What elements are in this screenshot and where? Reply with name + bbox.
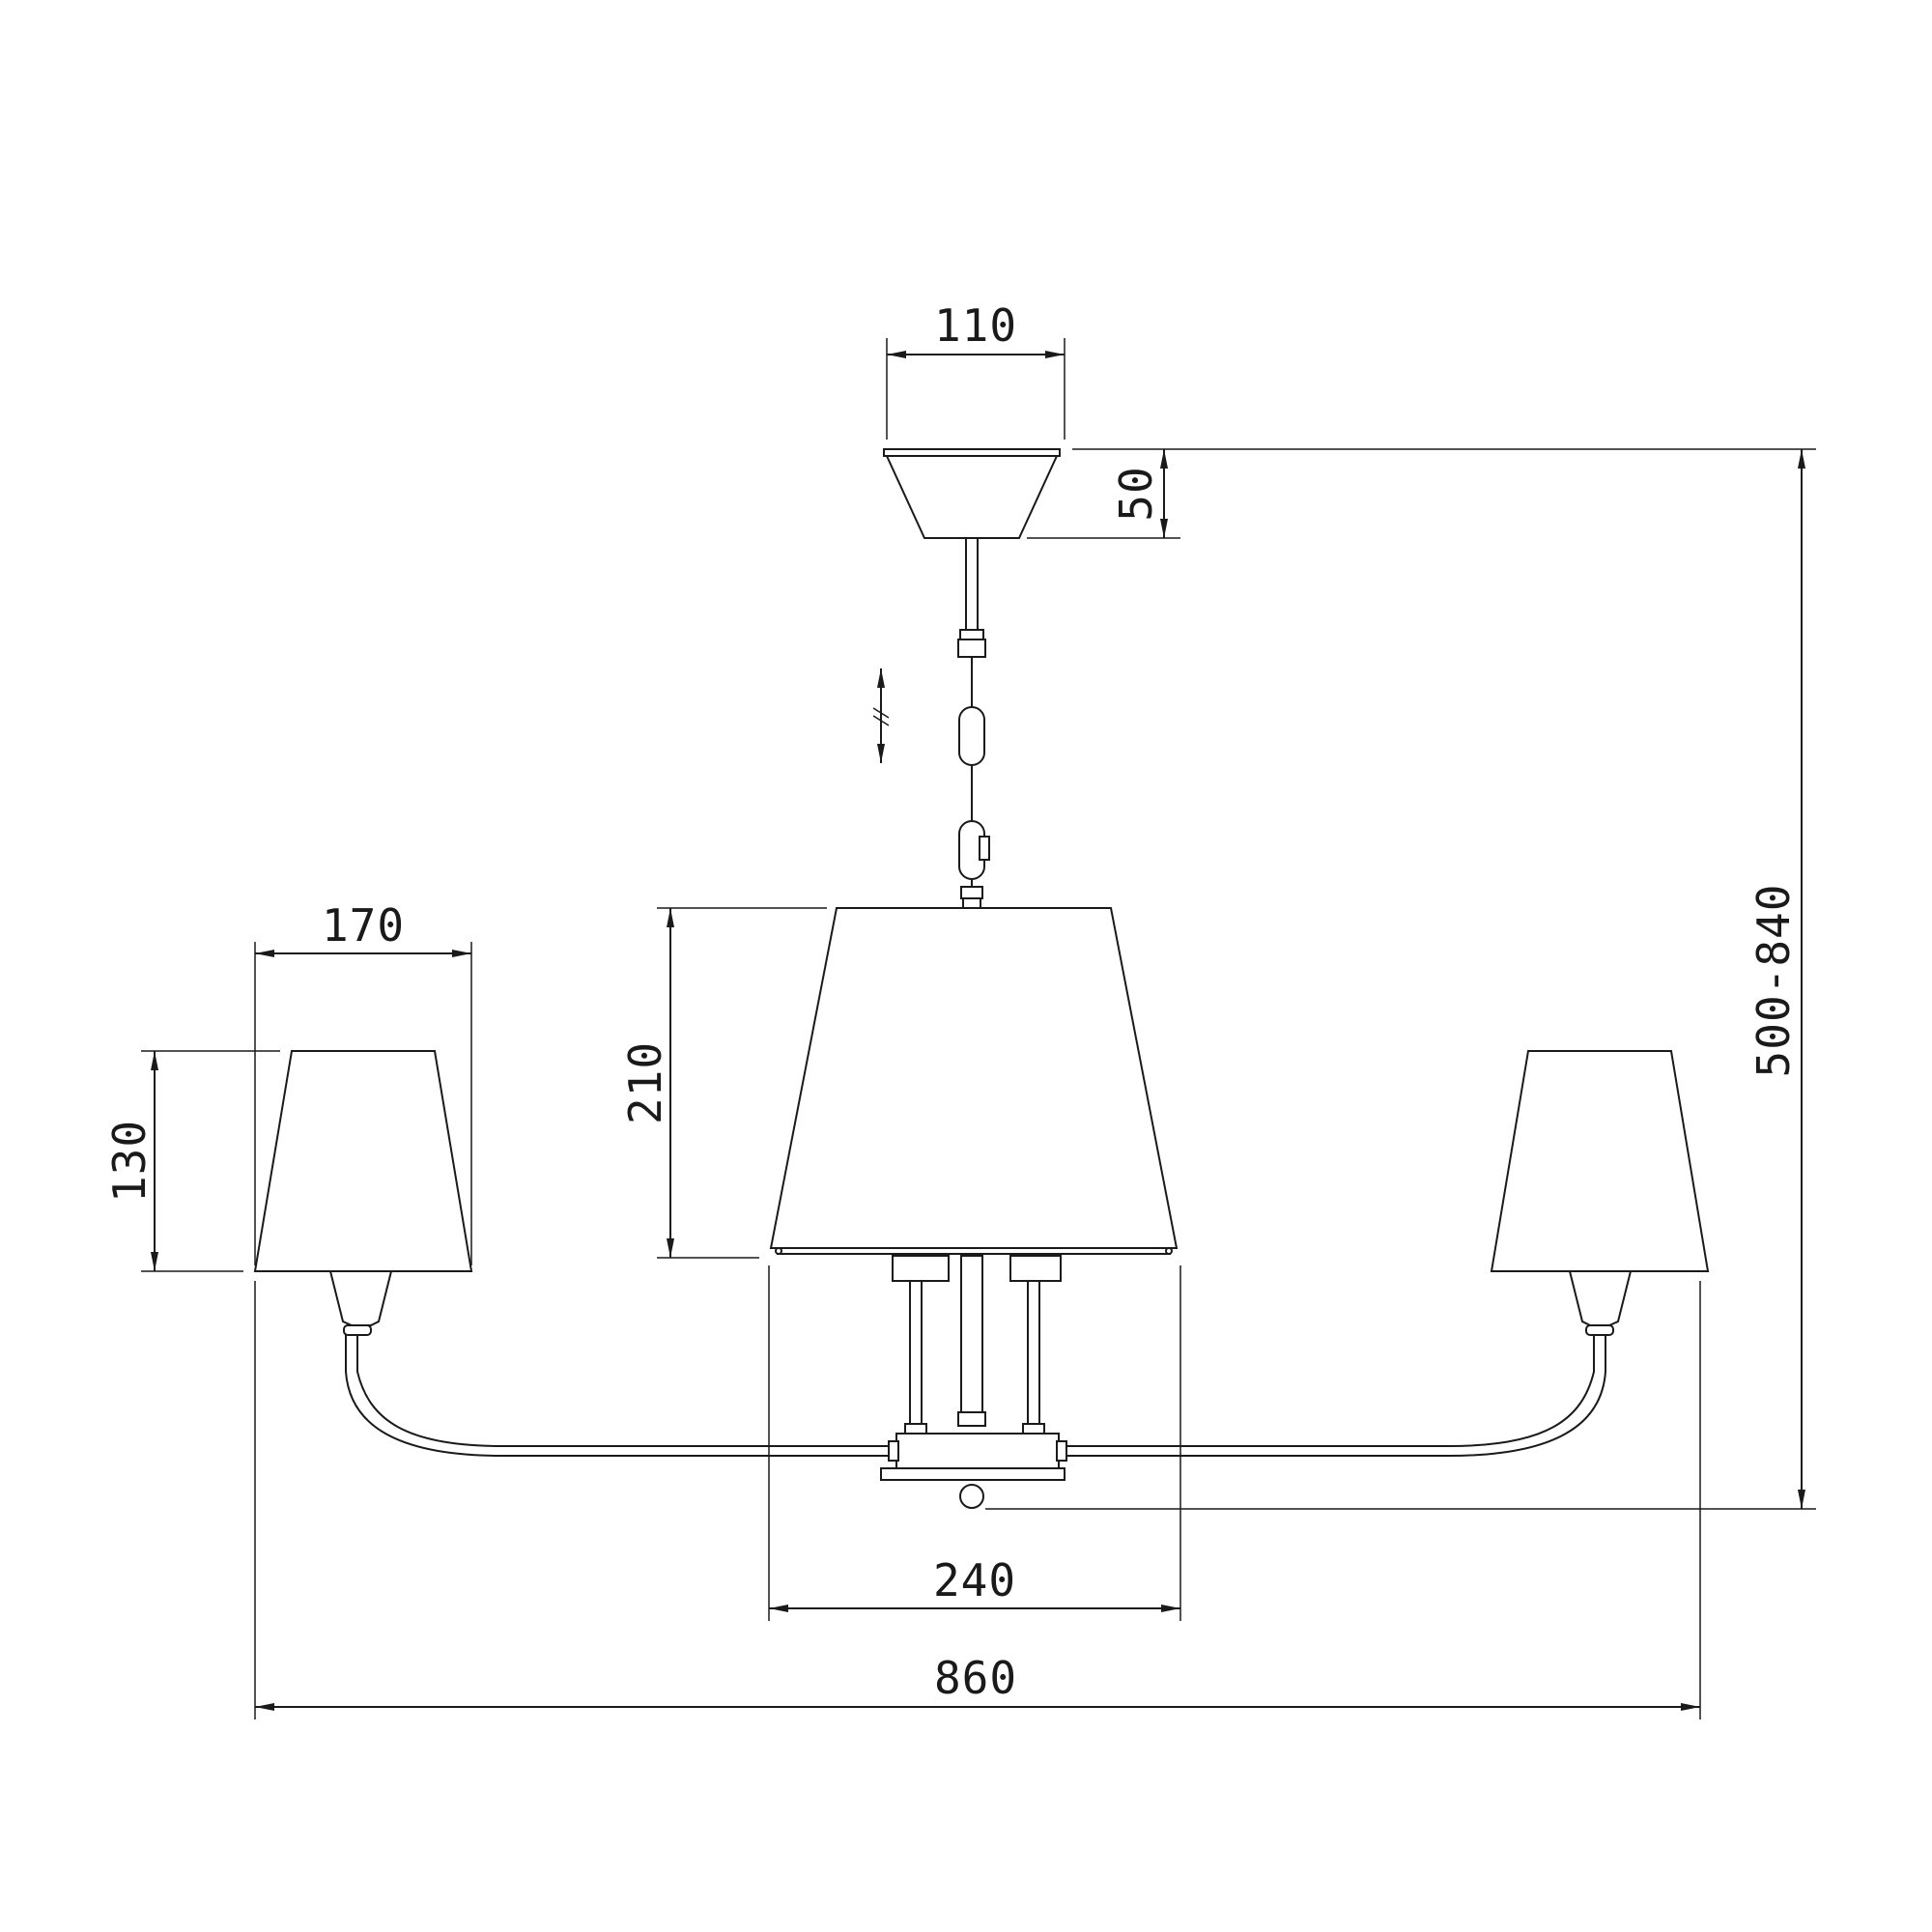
- right-arm: [1066, 1335, 1606, 1457]
- dimension-center-shade-height: 210: [619, 907, 827, 1259]
- center-lamp-shade: [769, 907, 1179, 1255]
- center-shade-height-label: 210: [619, 1041, 671, 1124]
- dimension-small-shade-width: 170: [254, 899, 472, 1265]
- dimension-canopy-width: 110: [886, 299, 1065, 440]
- dimension-overall-height: 500-840: [985, 448, 1816, 1510]
- left-lamp-shade: [253, 1050, 473, 1336]
- canopy-height-label: 50: [1110, 466, 1162, 521]
- center-shade-width-label: 240: [933, 1554, 1016, 1606]
- canopy-width-label: 110: [934, 299, 1017, 352]
- suspension-chain: [957, 537, 990, 911]
- center-column: [880, 1255, 1067, 1509]
- dimension-overall-width: 860: [254, 1281, 1701, 1719]
- dimension-center-shade-width: 240: [768, 1265, 1181, 1621]
- left-arm: [345, 1335, 889, 1457]
- adjustable-length-indicator: [872, 668, 890, 763]
- overall-width-label: 860: [934, 1652, 1017, 1704]
- ceiling-canopy: [883, 448, 1061, 539]
- right-lamp-shade: [1490, 1050, 1710, 1336]
- small-shade-width-label: 170: [322, 899, 405, 952]
- dimension-canopy-height: 50: [1027, 449, 1180, 539]
- dimension-small-shade-height: 130: [103, 1050, 280, 1272]
- overall-height-label: 500-840: [1747, 884, 1800, 1078]
- small-shade-height-label: 130: [103, 1120, 156, 1203]
